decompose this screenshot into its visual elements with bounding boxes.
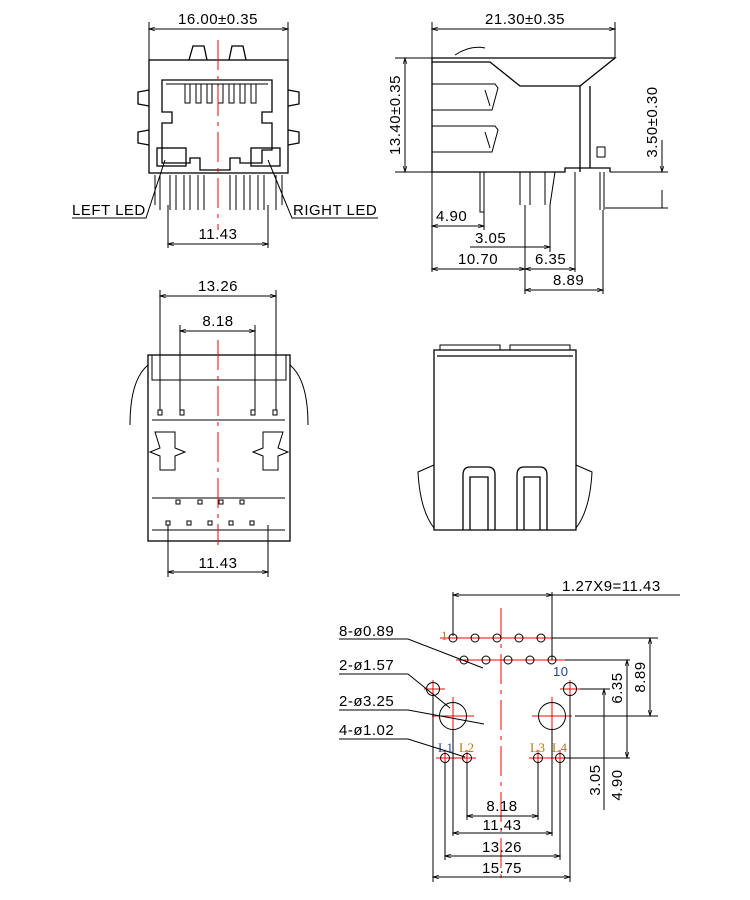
callout-led-holes: 4-ø1.02 (339, 722, 394, 739)
side-standoff-dim: 3.50±0.30 (644, 86, 661, 157)
fp-dim-13-26: 13.26 (482, 839, 522, 856)
side-dim-8-89: 8.89 (553, 272, 584, 289)
pcb-footprint: 1 10 L1 L2 L3 L4 1.27X9=11.43 8-ø0.89 2-… (339, 578, 680, 882)
bottom-dim-8-18: 8.18 (202, 313, 233, 330)
callout-mount-holes: 2-ø3.25 (339, 693, 394, 710)
bottom-dim-11-43: 11.43 (199, 555, 238, 572)
side-length-dim: 21.30±0.35 (485, 11, 565, 28)
rear-view (417, 344, 593, 531)
right-led-label: RIGHT LED (293, 202, 377, 219)
fp-dim-6-35: 6.35 (609, 672, 626, 703)
side-dim-6-35: 6.35 (535, 251, 566, 268)
fp-dim-4-90: 4.90 (609, 769, 626, 800)
pin10-label: 10 (553, 664, 568, 679)
front-width-dim: 16.00±0.35 (178, 11, 258, 28)
left-led-label: LEFT LED (72, 202, 146, 219)
pitch-dim: 1.27X9=11.43 (562, 578, 661, 595)
led-label-l1: L1 (438, 740, 453, 755)
callout-shield-holes: 2-ø1.57 (339, 657, 394, 674)
fp-dim-8-89: 8.89 (632, 661, 649, 692)
callout-signal-holes: 8-ø0.89 (339, 623, 394, 640)
side-dim-4-90: 4.90 (436, 208, 467, 225)
front-view: 16.00±0.35 11.43 LEFT LED RIGHT LED (72, 11, 378, 248)
fp-dim-3-05: 3.05 (587, 764, 604, 795)
fp-dim-8-18: 8.18 (486, 798, 517, 815)
fp-dim-15-75: 15.75 (482, 860, 522, 877)
side-dim-10-70: 10.70 (458, 251, 498, 268)
led-label-l3: L3 (530, 740, 545, 755)
front-pin-span-dim: 11.43 (199, 226, 238, 243)
pin1-label: 1 (441, 628, 448, 643)
bottom-dim-13-26: 13.26 (198, 278, 238, 295)
fp-dim-11-43: 11.43 (483, 817, 522, 834)
led-label-l2: L2 (459, 740, 474, 755)
led-label-l4: L4 (552, 740, 567, 755)
side-view: 21.30±0.35 13.40±0.35 3.50±0.30 4.90 3.0… (387, 11, 668, 294)
bottom-view: 13.26 8.18 11.43 (129, 278, 309, 577)
side-dim-3-05: 3.05 (475, 230, 506, 247)
side-height-dim: 13.40±0.35 (387, 75, 404, 155)
